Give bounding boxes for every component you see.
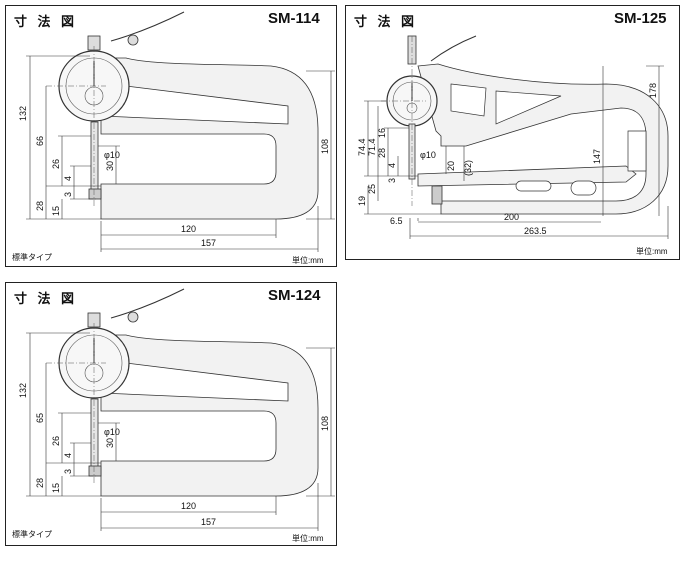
- sm114-dim-15: 15: [51, 206, 61, 216]
- sm125-dim-28: 28: [377, 148, 387, 158]
- sm124-type-label: 標準タイプ: [12, 530, 52, 539]
- sm124-anvil: [88, 465, 102, 477]
- sm125-dim-4: 4: [387, 163, 397, 168]
- sm114-model: SM-114: [268, 10, 320, 27]
- sm125-dim-178: 178: [648, 83, 658, 98]
- sm114-dim-157: 157: [201, 238, 216, 248]
- sm114-dim-30: 30: [105, 161, 115, 171]
- sm114-anvil: [88, 188, 102, 200]
- sm124-title: 寸 法 図: [14, 292, 78, 307]
- sm114-dim-3: 3: [63, 192, 73, 197]
- sm114-dim-108: 108: [320, 139, 330, 154]
- sm124-dim-132: 132: [18, 383, 28, 398]
- sm124-dim-phi: φ10: [104, 427, 120, 437]
- sm114-dim-28: 28: [35, 201, 45, 211]
- sm124-dim-120: 120: [181, 501, 196, 511]
- sm124-unit-label: 単位:mm: [292, 534, 324, 543]
- sm114-drawing: 132 66 28 26 15 4 3 φ10 30 108 120 157: [18, 11, 335, 252]
- sm125-dim-19: 19: [357, 196, 367, 206]
- sm125-dim-3: 3: [387, 178, 397, 183]
- sm124-lever-pivot: [127, 311, 139, 323]
- sm114-dim-26: 26: [51, 159, 61, 169]
- sm124-dim-4: 4: [63, 453, 73, 458]
- sm125-dim-263-5: 263.5: [524, 226, 547, 236]
- sm114-dim-phi: φ10: [104, 150, 120, 160]
- sm124-dim-3: 3: [63, 469, 73, 474]
- sm114-frame: [87, 57, 319, 220]
- sm124-dim-65: 65: [35, 413, 45, 423]
- sm124-dim-26: 26: [51, 436, 61, 446]
- sm125-dim-20: 20: [446, 161, 456, 171]
- sm125-dim-71-4: 71.4: [367, 138, 377, 156]
- sm124-drawing: 132 65 28 26 15 4 3 φ10 30 108 120 157: [18, 288, 335, 531]
- sm125-lever: [430, 35, 477, 62]
- sm125-dim-74-4: 74.4: [357, 138, 367, 156]
- sm124-panel: 132 65 28 26 15 4 3 φ10 30 108 120 157 寸…: [5, 282, 337, 546]
- sm124-lever: [110, 288, 185, 319]
- sm124-dim-108: 108: [320, 416, 330, 431]
- sm114-dim-120: 120: [181, 224, 196, 234]
- sm125-panel: 74.4 71.4 16 28 4 3 25 19 φ10 20 (32) 14…: [345, 5, 680, 260]
- sm125-model: SM-125: [614, 10, 667, 27]
- sm125-dim-32: (32): [463, 160, 473, 176]
- sm124-model: SM-124: [268, 287, 321, 304]
- sm114-dim-4: 4: [63, 176, 73, 181]
- sm114-dim-66: 66: [35, 136, 45, 146]
- sm125-unit-label: 単位:mm: [636, 247, 668, 256]
- sm114-dim-132: 132: [18, 106, 28, 121]
- sm124-frame: [87, 334, 319, 497]
- sm124-dim-157: 157: [201, 517, 216, 527]
- sm114-title: 寸 法 図: [14, 15, 78, 30]
- sm125-dim-200: 200: [504, 212, 519, 222]
- sm124-dim-30: 30: [105, 438, 115, 448]
- sm125-dim-25: 25: [367, 184, 377, 194]
- sm125-anvil: [431, 185, 443, 205]
- sm114-spindle: [90, 121, 99, 195]
- sm125-dim-147: 147: [592, 149, 602, 164]
- sm125-title: 寸 法 図: [354, 15, 418, 30]
- sm114-type-label: 標準タイプ: [12, 253, 52, 262]
- sm125-dim-phi: φ10: [420, 150, 436, 160]
- sm124-dim-28: 28: [35, 478, 45, 488]
- sm114-unit-label: 単位:mm: [292, 256, 324, 265]
- sm125-dim-6-5: 6.5: [390, 216, 403, 226]
- sm114-lever-pivot: [127, 34, 139, 46]
- sm114-panel: 132 66 28 26 15 4 3 φ10 30 108 120 157 寸…: [5, 5, 337, 267]
- sm114-lever: [110, 11, 185, 42]
- sm124-spindle: [90, 398, 99, 472]
- sm125-drawing: 74.4 71.4 16 28 4 3 25 19 φ10 20 (32) 14…: [357, 35, 669, 239]
- sm124-dim-15: 15: [51, 483, 61, 493]
- sm125-dim-16: 16: [377, 128, 387, 138]
